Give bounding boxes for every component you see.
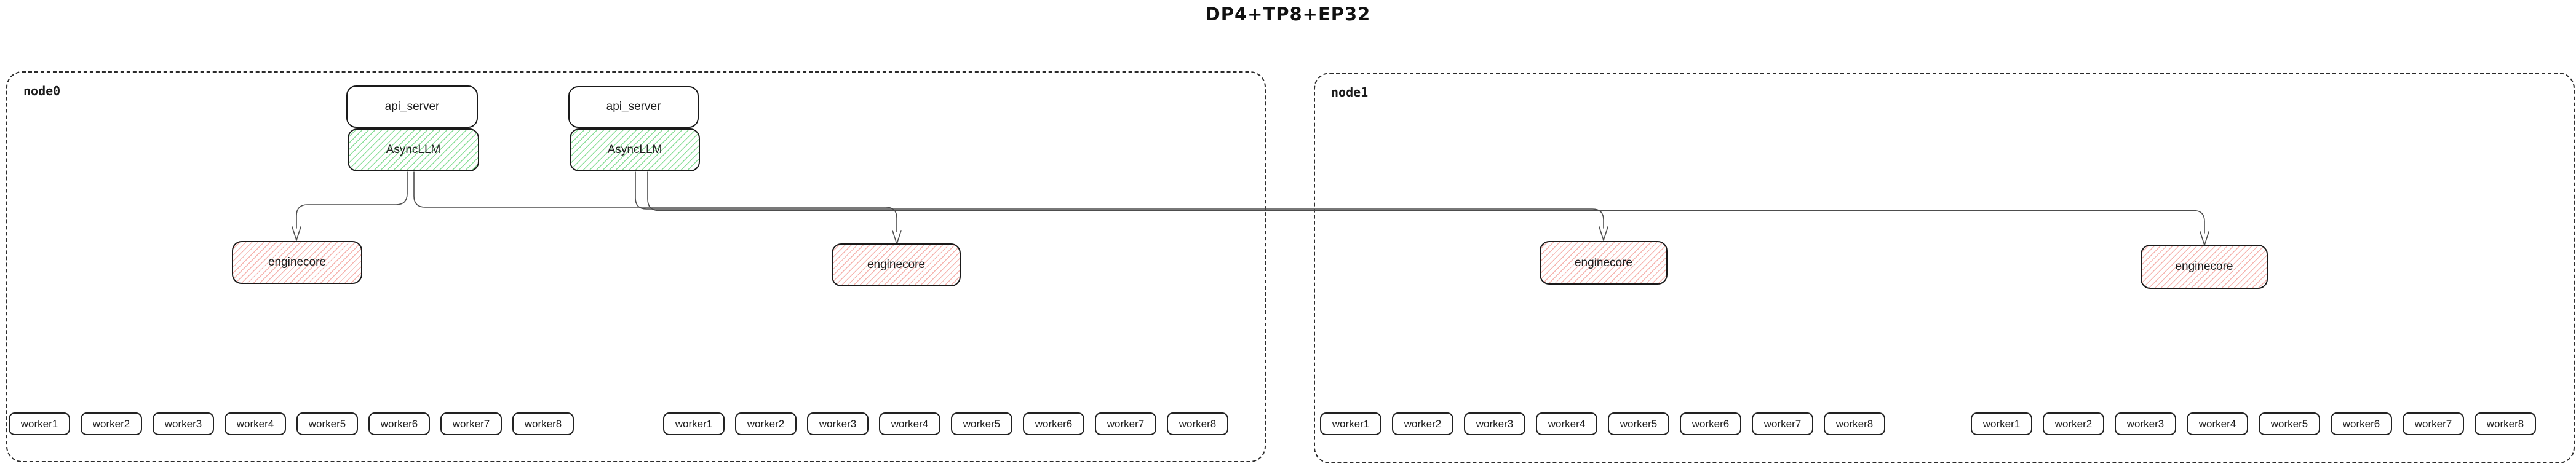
- enginecore-box-3: enginecore: [1540, 241, 1668, 285]
- node0-label: node0: [23, 84, 61, 98]
- node0-container: node0: [6, 71, 1266, 462]
- enginecore-box-4: enginecore: [2141, 245, 2268, 289]
- worker-box: worker3: [153, 412, 214, 435]
- worker-box: worker8: [1167, 412, 1228, 435]
- worker-box: worker4: [2187, 412, 2248, 435]
- worker-box: worker8: [1824, 412, 1885, 435]
- worker-box: worker2: [735, 412, 797, 435]
- worker-box: worker8: [512, 412, 574, 435]
- api-server-box-2: api_server: [568, 86, 699, 128]
- node1-label: node1: [1331, 85, 1369, 100]
- worker-box: worker5: [296, 412, 358, 435]
- node1-worker-group-2: worker1 worker2 worker3 worker4 worker5 …: [1971, 412, 2536, 435]
- worker-box: worker5: [951, 412, 1012, 435]
- worker-box: worker8: [2475, 412, 2536, 435]
- worker-box: worker4: [879, 412, 940, 435]
- asyncllm-box-2: AsyncLLM: [570, 128, 700, 171]
- worker-box: worker7: [2403, 412, 2464, 435]
- worker-box: worker2: [2043, 412, 2104, 435]
- worker-box: worker3: [1464, 412, 1525, 435]
- enginecore-box-2: enginecore: [832, 243, 961, 286]
- worker-box: worker7: [1752, 412, 1813, 435]
- worker-box: worker6: [368, 412, 430, 435]
- worker-box: worker6: [2331, 412, 2392, 435]
- worker-box: worker6: [1680, 412, 1741, 435]
- worker-box: worker7: [1095, 412, 1156, 435]
- worker-box: worker2: [1392, 412, 1453, 435]
- enginecore-box-1: enginecore: [232, 241, 362, 284]
- node1-worker-group-1: worker1 worker2 worker3 worker4 worker5 …: [1320, 412, 1885, 435]
- node0-worker-group-1: worker1 worker2 worker3 worker4 worker5 …: [9, 412, 574, 435]
- node0-worker-group-2: worker1 worker2 worker3 worker4 worker5 …: [663, 412, 1228, 435]
- worker-box: worker1: [1971, 412, 2032, 435]
- diagram-title: DP4+TP8+EP32: [1205, 4, 1371, 25]
- worker-box: worker1: [663, 412, 725, 435]
- worker-box: worker5: [1608, 412, 1669, 435]
- worker-box: worker3: [2115, 412, 2176, 435]
- worker-box: worker1: [9, 412, 70, 435]
- worker-box: worker1: [1320, 412, 1381, 435]
- worker-box: worker5: [2259, 412, 2320, 435]
- worker-box: worker2: [81, 412, 142, 435]
- worker-box: worker4: [225, 412, 286, 435]
- node1-container: node1: [1314, 73, 2575, 463]
- api-server-box-1: api_server: [346, 85, 478, 128]
- worker-box: worker3: [807, 412, 869, 435]
- worker-box: worker6: [1023, 412, 1084, 435]
- worker-box: worker7: [440, 412, 502, 435]
- worker-box: worker4: [1536, 412, 1597, 435]
- asyncllm-box-1: AsyncLLM: [348, 128, 479, 171]
